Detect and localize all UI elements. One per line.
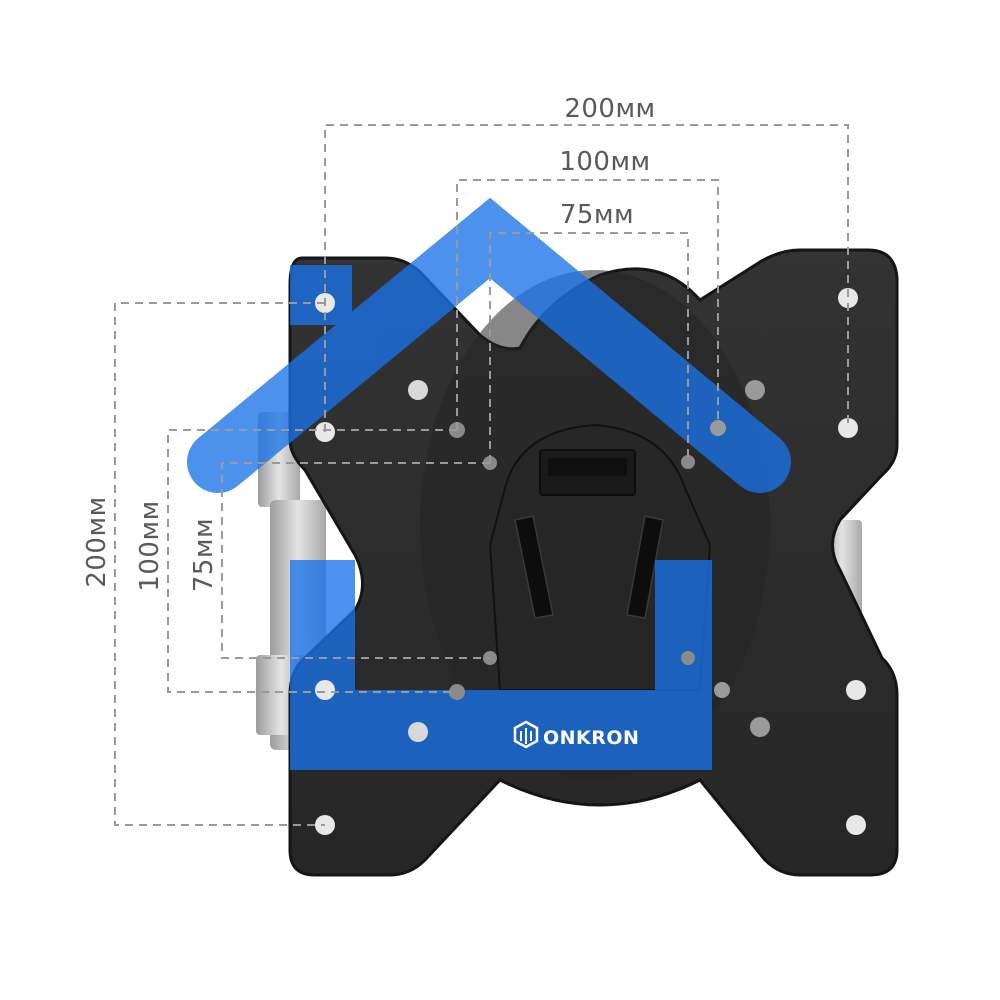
right-hook-slot bbox=[626, 515, 664, 619]
horizontal-dimensions bbox=[324, 124, 849, 463]
horizontal-label-200: 200мм bbox=[564, 94, 655, 124]
left-hook-slot bbox=[514, 515, 554, 619]
vertical-label-100: 100мм bbox=[135, 500, 165, 591]
vertical-dimensions bbox=[114, 302, 490, 826]
horizontal-label-75: 75мм bbox=[560, 200, 634, 230]
brand-name: ONKRON bbox=[543, 727, 639, 749]
vertical-label-200: 200мм bbox=[82, 496, 112, 587]
onkron-cube-icon bbox=[513, 720, 539, 749]
brand-logo: ONKRON bbox=[513, 720, 639, 749]
vertical-label-75: 75мм bbox=[189, 518, 219, 592]
horizontal-label-100: 100мм bbox=[559, 147, 650, 177]
house-base bbox=[290, 560, 712, 770]
